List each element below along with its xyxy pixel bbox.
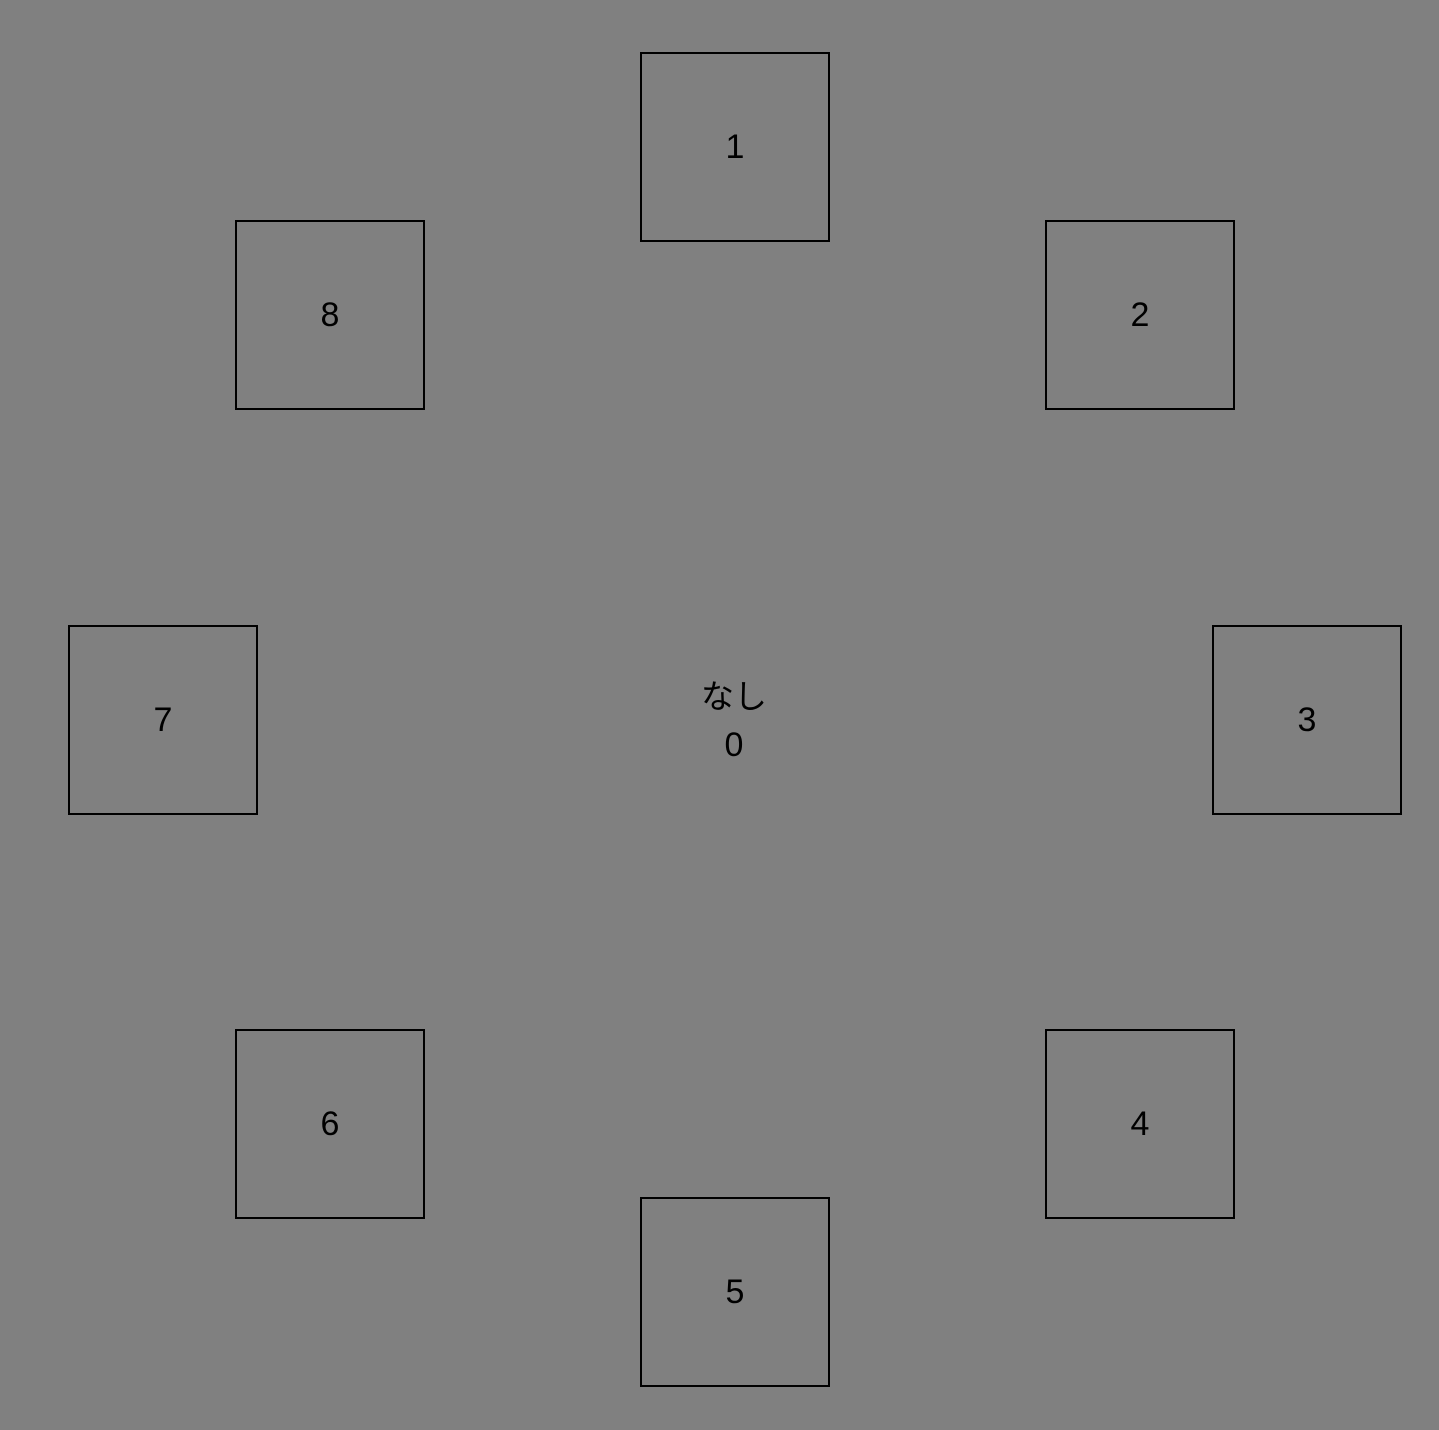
option-tile-4[interactable]: 4 [1045, 1029, 1235, 1219]
option-tile-label: 6 [320, 1105, 340, 1143]
selection-value: 0 [724, 726, 744, 764]
option-tile-8[interactable]: 8 [235, 220, 425, 410]
option-tile-2[interactable]: 2 [1045, 220, 1235, 410]
option-tile-7[interactable]: 7 [68, 625, 258, 815]
selection-readout: なし 0 [634, 674, 834, 770]
selection-label: なし [701, 677, 767, 716]
option-tile-label: 4 [1130, 1105, 1150, 1143]
option-tile-label: 7 [153, 701, 173, 739]
option-tile-label: 5 [725, 1273, 745, 1311]
option-tile-label: 1 [725, 128, 745, 166]
option-tile-label: 8 [320, 296, 340, 334]
option-tile-3[interactable]: 3 [1212, 625, 1402, 815]
option-tile-5[interactable]: 5 [640, 1197, 830, 1387]
option-tile-1[interactable]: 1 [640, 52, 830, 242]
option-tile-6[interactable]: 6 [235, 1029, 425, 1219]
option-tile-label: 3 [1297, 701, 1317, 739]
option-tile-label: 2 [1130, 296, 1150, 334]
